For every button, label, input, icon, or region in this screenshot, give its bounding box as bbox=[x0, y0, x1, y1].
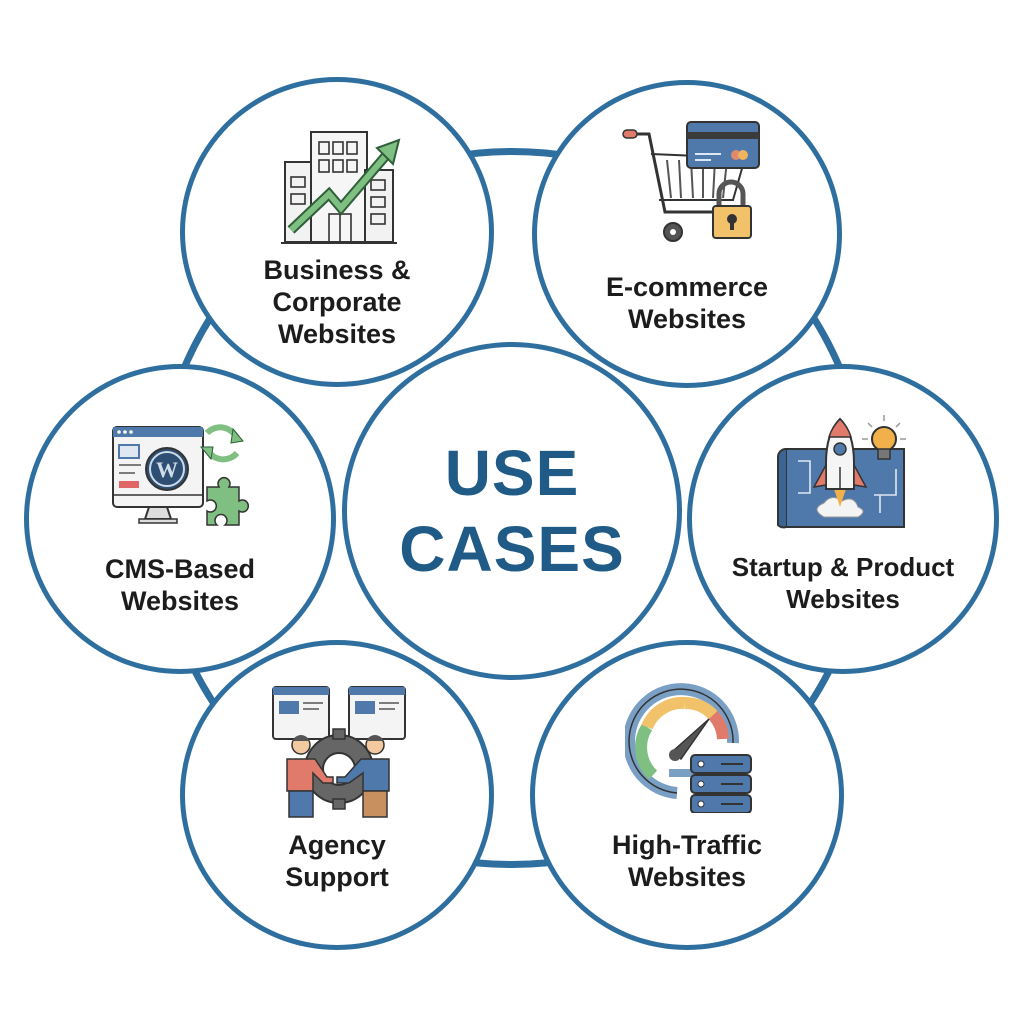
node-label: E-commerce Websites bbox=[605, 272, 769, 334]
node-label: Startup & Product Websites bbox=[731, 552, 955, 614]
shopping-cart-credit-card-lock-icon bbox=[622, 121, 760, 242]
node-cms-based: W CMS-Based Websites bbox=[24, 364, 336, 674]
node-label: High-Traffic Websites bbox=[611, 830, 762, 892]
office-building-growth-arrow-icon bbox=[281, 131, 401, 244]
node-label: Business & Corporate Websites bbox=[263, 255, 411, 349]
node-business-corporate: Business & Corporate Websites bbox=[180, 77, 494, 387]
center-hub: USE CASES bbox=[342, 342, 682, 680]
svg-text:W: W bbox=[156, 457, 178, 482]
monitor-wordpress-puzzle-sync-icon: W bbox=[112, 424, 249, 526]
node-startup-product: Startup & Product Websites bbox=[687, 364, 999, 674]
node-high-traffic: High-Traffic Websites bbox=[530, 640, 844, 950]
node-label: Agency Support bbox=[285, 830, 389, 892]
node-label: CMS-Based Websites bbox=[104, 554, 256, 616]
rocket-blueprint-lightbulb-icon bbox=[777, 415, 906, 529]
node-ecommerce: E-commerce Websites bbox=[532, 80, 842, 388]
speedometer-server-icon bbox=[625, 683, 752, 813]
handshake-gear-people-icon bbox=[272, 686, 406, 818]
center-title: USE CASES bbox=[399, 437, 625, 585]
node-agency-support: Agency Support bbox=[180, 640, 494, 950]
